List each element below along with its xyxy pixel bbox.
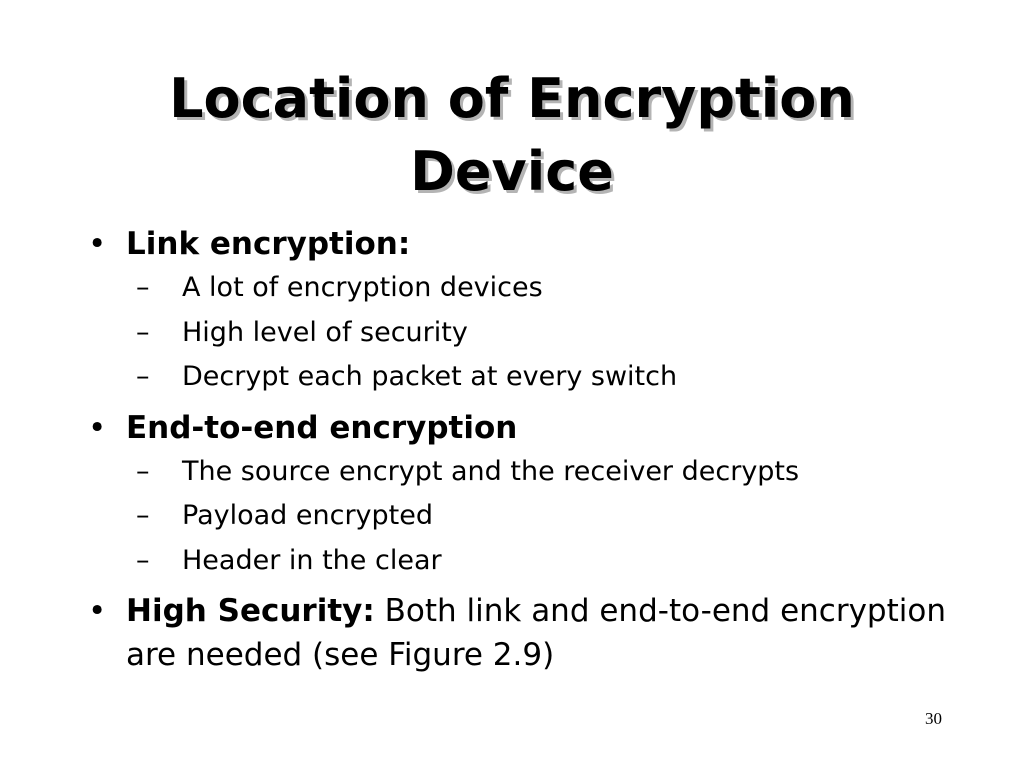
dash-mark: – [136, 316, 150, 348]
sub-list: –A lot of encryption devices –High level… [126, 266, 968, 400]
sub-item: –Header in the clear [136, 539, 968, 584]
bullet-end-to-end-encryption: • End-to-end encryption –The source encr… [88, 406, 968, 584]
sub-item: –High level of security [136, 311, 968, 356]
bullet-link-encryption: • Link encryption: – A lot of encryption … [88, 222, 968, 400]
sub-item-text: High level of security [182, 316, 468, 348]
sub-item-text: A lot of encryption devices [182, 272, 543, 303]
sub-item-text: Decrypt each packet at every switch [182, 361, 678, 392]
bullet-mark: • [88, 226, 107, 262]
bullet-mark: • [88, 593, 107, 629]
sub-item-text: Payload encrypted [182, 500, 434, 531]
bullet-lead: End-to-end encryption [126, 409, 518, 446]
dash-mark: – [136, 272, 150, 303]
page-number: 30 [925, 709, 942, 728]
bullet-mark: • [88, 409, 107, 446]
bullet-high-security: • High Security: Both link and end-to-en… [88, 589, 968, 677]
sub-item: – Payload encrypted [136, 494, 968, 539]
dash-mark: – [136, 544, 150, 576]
sub-item: –The source encrypt and the receiver dec… [136, 450, 968, 495]
dash-mark: – [136, 500, 150, 531]
sub-item-text: Header in the clear [182, 544, 442, 576]
bullet-list: • Link encryption: – A lot of encryption … [88, 222, 968, 677]
dash-mark: – [136, 361, 150, 392]
sub-item-text: The source encrypt and the receiver decr… [182, 455, 800, 487]
sub-item: – Decrypt each packet at every switch [136, 355, 968, 400]
dash-mark: – [136, 455, 150, 487]
bullet-lead: Link encryption: [126, 226, 411, 262]
bullet-rest: Both link and end-to-end encryption are … [126, 593, 946, 673]
slide-title: Location of Encryption Device [169, 67, 855, 203]
bullet-lead: High Security: [126, 593, 375, 629]
sub-item: – A lot of encryption devices [136, 266, 968, 311]
sub-list: –The source encrypt and the receiver dec… [126, 450, 968, 584]
